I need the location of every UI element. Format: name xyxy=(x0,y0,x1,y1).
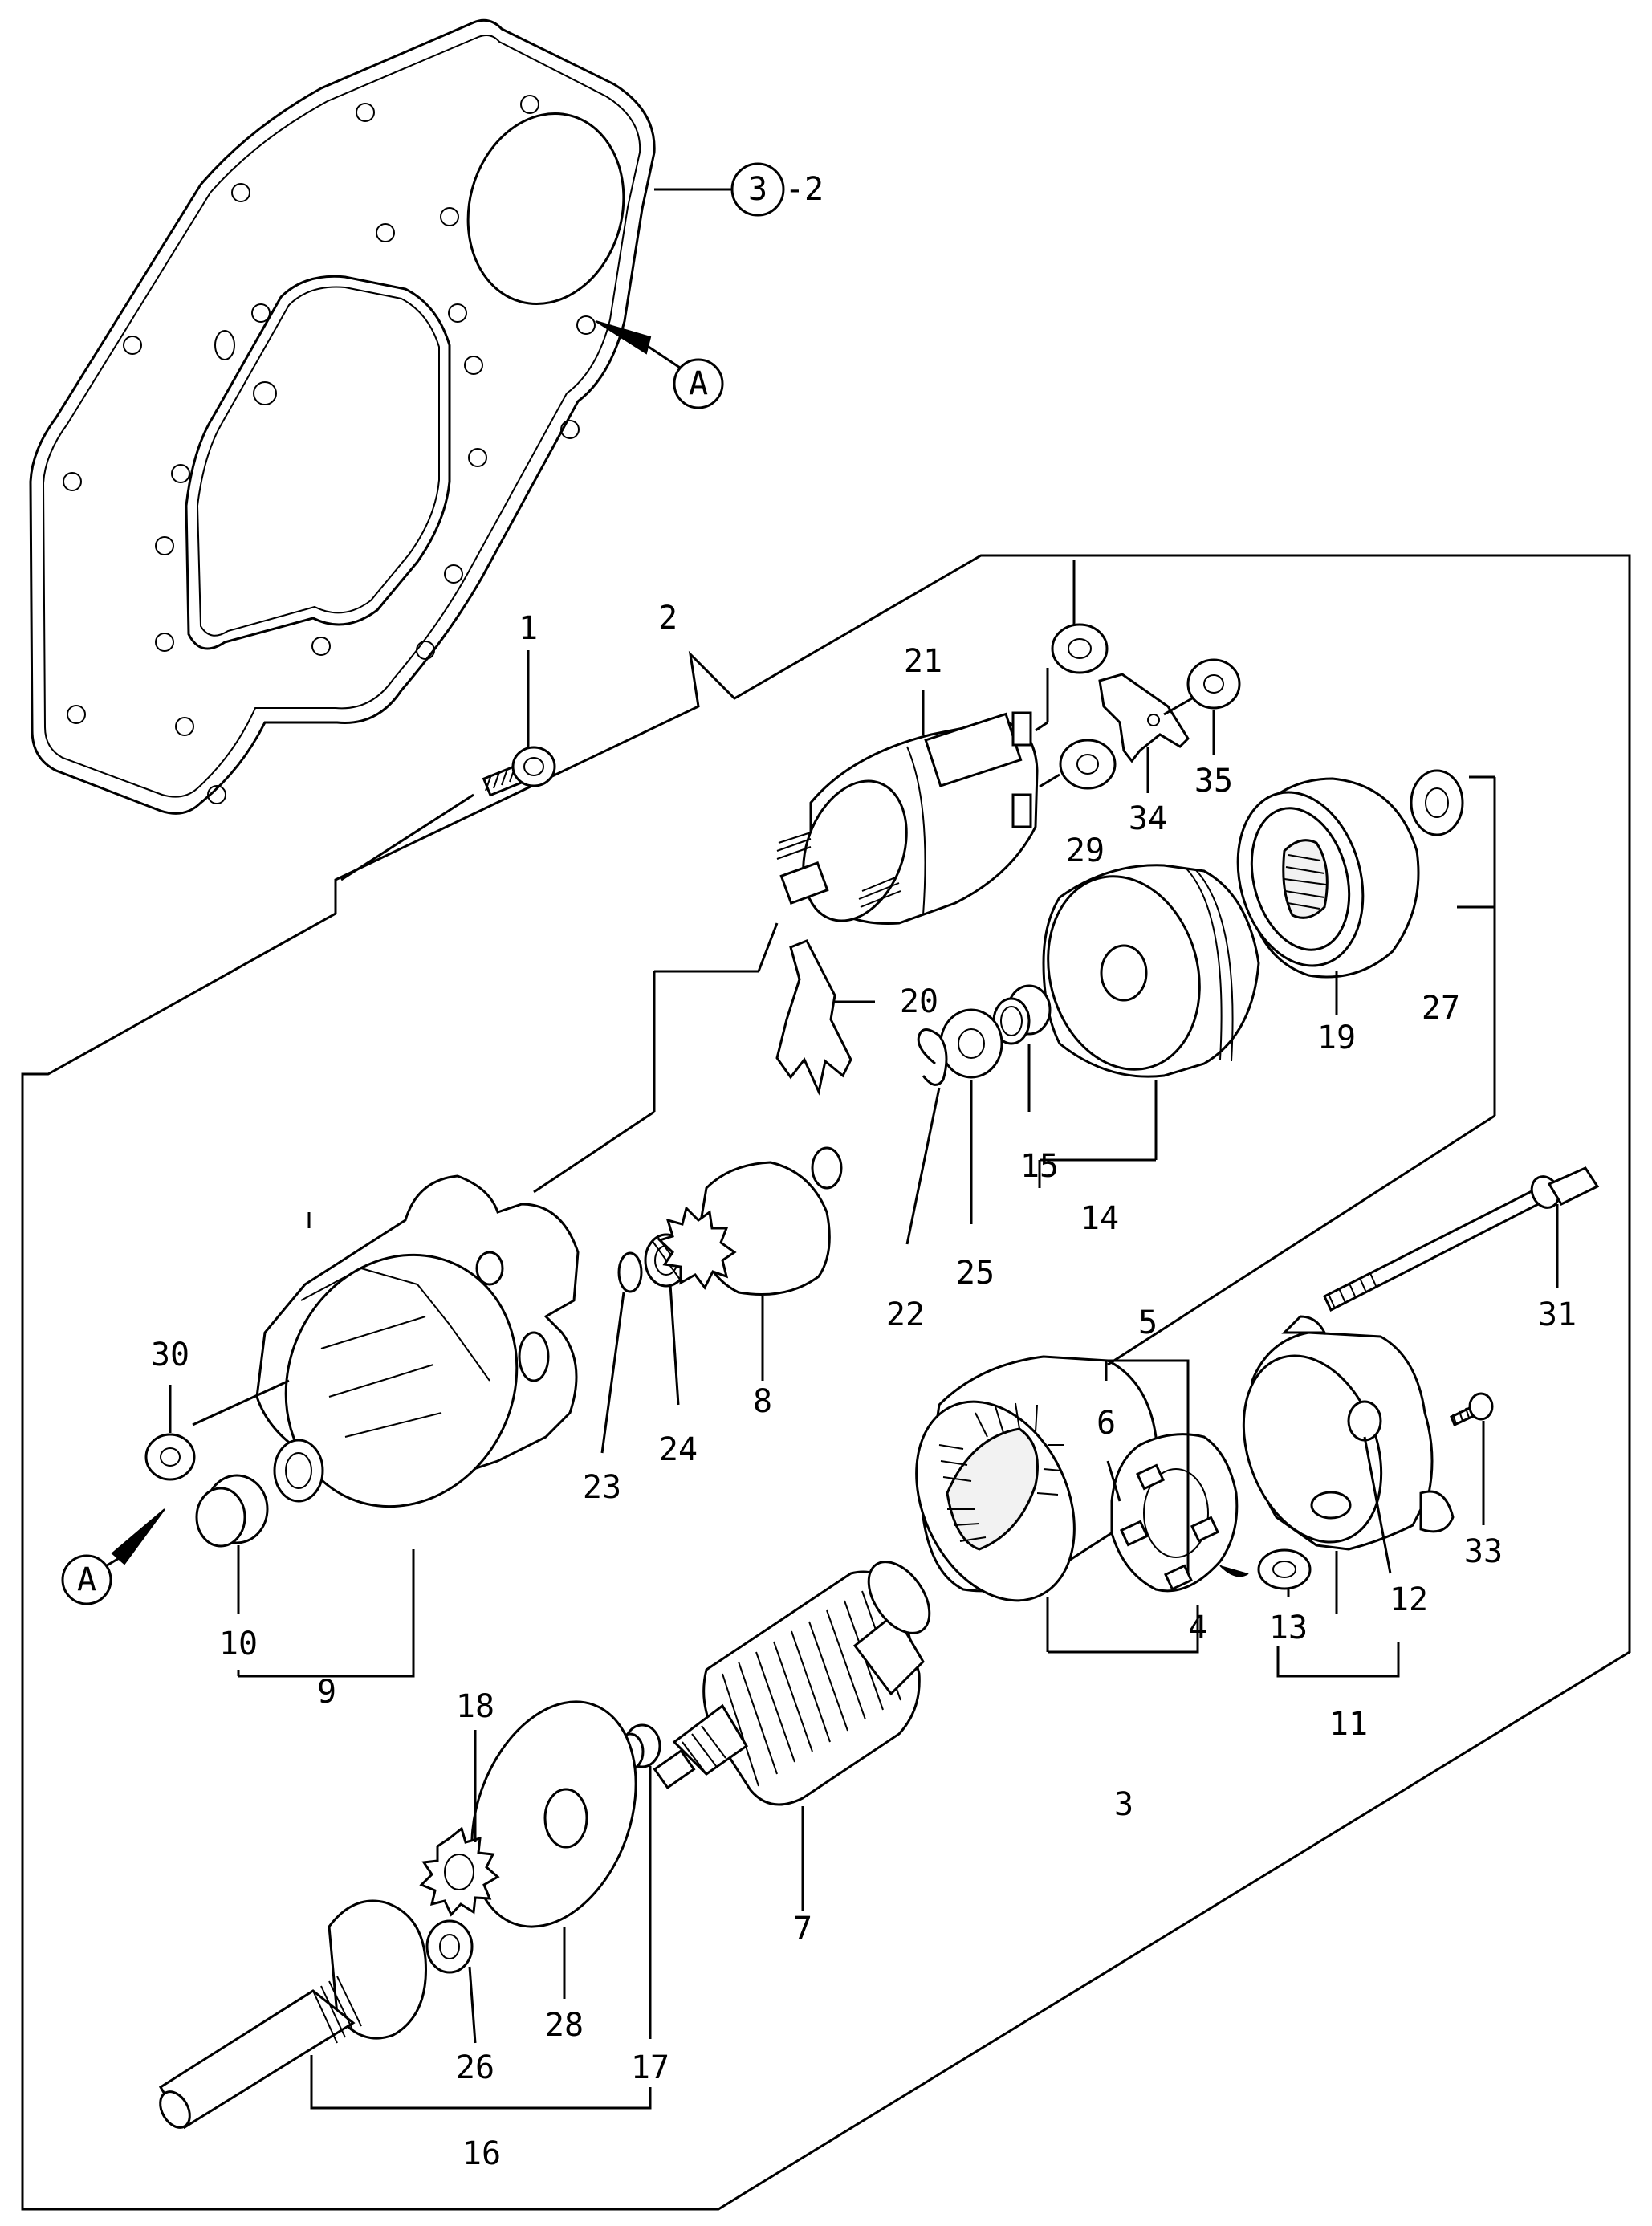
rear-end-frame-11 xyxy=(1242,1315,1455,1551)
label-part-19: 19 xyxy=(1317,1019,1356,1056)
assembly-boundary xyxy=(21,554,1631,2211)
label-part-7: 7 xyxy=(793,1911,812,1947)
label-part-30: 30 xyxy=(151,1337,189,1373)
bolt-1 xyxy=(482,650,556,797)
label-part-34: 34 xyxy=(1129,800,1167,837)
washer-25 xyxy=(939,1008,1003,1079)
screw-33 xyxy=(1450,1392,1494,1427)
planetary-gear-18 xyxy=(419,1826,500,1917)
label-part-18: 18 xyxy=(456,1688,494,1725)
label-part-16: 16 xyxy=(462,2135,501,2172)
label-part-17: 17 xyxy=(631,2049,669,2086)
label-part-14: 14 xyxy=(1080,1200,1119,1237)
snap-ring-22 xyxy=(917,1028,948,1086)
pinion-gear-19 xyxy=(1236,777,1420,979)
marker-a-bottom-label: A xyxy=(77,1561,96,1598)
snap-ring-23 xyxy=(617,1251,643,1293)
label-part-26: 26 xyxy=(456,2049,494,2086)
label-part-22: 22 xyxy=(886,1296,925,1333)
bushing-13 xyxy=(1257,1548,1312,1590)
shift-lever-20 xyxy=(775,939,852,1096)
label-part-25: 25 xyxy=(956,1255,995,1292)
label-part-1: 1 xyxy=(519,610,538,647)
dust-plate-28 xyxy=(470,1700,637,1928)
label-part-5: 5 xyxy=(1138,1304,1158,1341)
terminal-bracket-34 xyxy=(1098,673,1190,763)
cap-10 xyxy=(195,1474,269,1548)
drive-end-frame-9 xyxy=(255,1174,580,1508)
brush-holder-4 xyxy=(1110,1433,1249,1593)
label-part-10: 10 xyxy=(219,1626,258,1662)
label-part-12: 12 xyxy=(1390,1581,1428,1618)
washer-27 xyxy=(1410,769,1464,836)
label-part-8: 8 xyxy=(753,1383,772,1420)
reference-circle-number: 3 xyxy=(748,171,767,208)
label-part-20: 20 xyxy=(900,983,938,1020)
reference-suffix: -2 xyxy=(785,171,824,208)
label-part-9: 9 xyxy=(317,1674,336,1711)
label-part-2: 2 xyxy=(658,600,677,637)
label-part-15: 15 xyxy=(1020,1148,1059,1185)
label-part-6: 6 xyxy=(1097,1405,1116,1442)
solenoid-switch xyxy=(776,711,1039,925)
bushing-15 xyxy=(992,984,1052,1045)
label-part-3: 3 xyxy=(1114,1786,1133,1823)
marker-a-top-label: A xyxy=(689,365,708,402)
reference-circle xyxy=(730,162,785,217)
label-part-4: 4 xyxy=(1188,1609,1207,1646)
nut-29 xyxy=(1059,739,1117,790)
field-frame-14 xyxy=(1042,864,1260,1078)
label-part-13: 13 xyxy=(1269,1609,1308,1646)
label-part-31: 31 xyxy=(1538,1296,1577,1333)
flywheel-housing-plate xyxy=(29,18,656,815)
callout-labels: 1 2 3 4 5 6 7 8 9 10 11 12 13 14 15 16 1… xyxy=(151,600,1577,2172)
label-part-27: 27 xyxy=(1422,990,1460,1027)
marker-a-top-circle xyxy=(673,358,724,409)
label-part-33: 33 xyxy=(1464,1533,1503,1570)
overrunning-clutch-8 xyxy=(657,1146,843,1296)
label-part-35: 35 xyxy=(1194,763,1233,800)
label-part-11: 11 xyxy=(1329,1706,1368,1743)
nut-30 xyxy=(144,1433,196,1481)
nut-35 xyxy=(1186,658,1241,710)
armature-7 xyxy=(653,1561,931,1806)
marker-a-bottom-arrow xyxy=(111,1508,165,1565)
yoke-assembly-3 xyxy=(915,1355,1158,1602)
label-part-23: 23 xyxy=(583,1469,621,1506)
washer-26 xyxy=(425,1919,474,1974)
label-part-28: 28 xyxy=(545,2007,584,2044)
label-part-24: 24 xyxy=(659,1431,698,1468)
through-bolt-31 xyxy=(1323,1166,1600,1312)
marker-a-bottom-circle xyxy=(61,1554,112,1605)
label-part-29: 29 xyxy=(1066,832,1105,869)
pinion-shaft-16 xyxy=(158,1899,427,2130)
label-part-21: 21 xyxy=(904,643,942,680)
